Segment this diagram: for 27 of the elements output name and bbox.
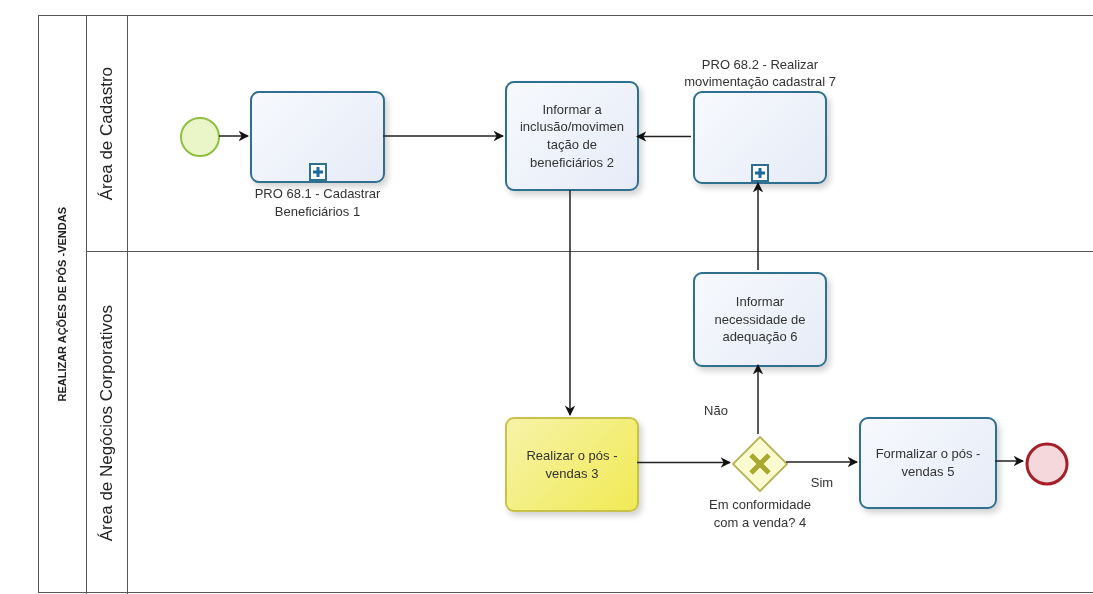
end-event-circle (1025, 442, 1069, 486)
sequence-flow-arrow (218, 130, 250, 142)
task-label: Formalizar o pós - vendas 5 (874, 445, 982, 481)
lane-title: Área de Cadastro (97, 66, 117, 201)
task-label: Realizar o pós - vendas 3 (525, 446, 619, 483)
start-event-circle (179, 116, 221, 158)
task-box (505, 81, 639, 191)
lane-title: Área de Negócios Corporativos (97, 304, 117, 542)
sequence-flow-arrow (752, 181, 764, 271)
swimlane (86, 251, 1093, 594)
pool-title: REALIZAR AÇÕES DE PÓS -VENDAS (56, 206, 68, 402)
task-box (859, 417, 997, 509)
task-label: Informar a inclusão/movimentação de beneficiários 2 (519, 100, 625, 172)
task-box (693, 272, 827, 367)
task-label: Informar necessidade de adequação 6 (713, 293, 807, 346)
sequence-flow-arrow (635, 131, 692, 142)
task-box (505, 417, 639, 512)
subprocess-label: PRO 68.2 - Realizar movimentação cadastral 7 (683, 55, 837, 91)
subprocess-label: PRO 68.1 - Cadastrar Beneficiários 1 (253, 185, 382, 221)
pool (38, 15, 1093, 593)
sequence-flow-arrow (752, 363, 764, 435)
sequence-flow-arrow (564, 189, 576, 417)
sequence-flow-arrow (382, 130, 505, 142)
sequence-flow-arrow (994, 455, 1025, 467)
sequence-flow-arrow (636, 457, 732, 468)
sequence-flow-arrow (785, 456, 859, 468)
gateway-label: Em conformidade com a venda? 4 (708, 496, 812, 532)
